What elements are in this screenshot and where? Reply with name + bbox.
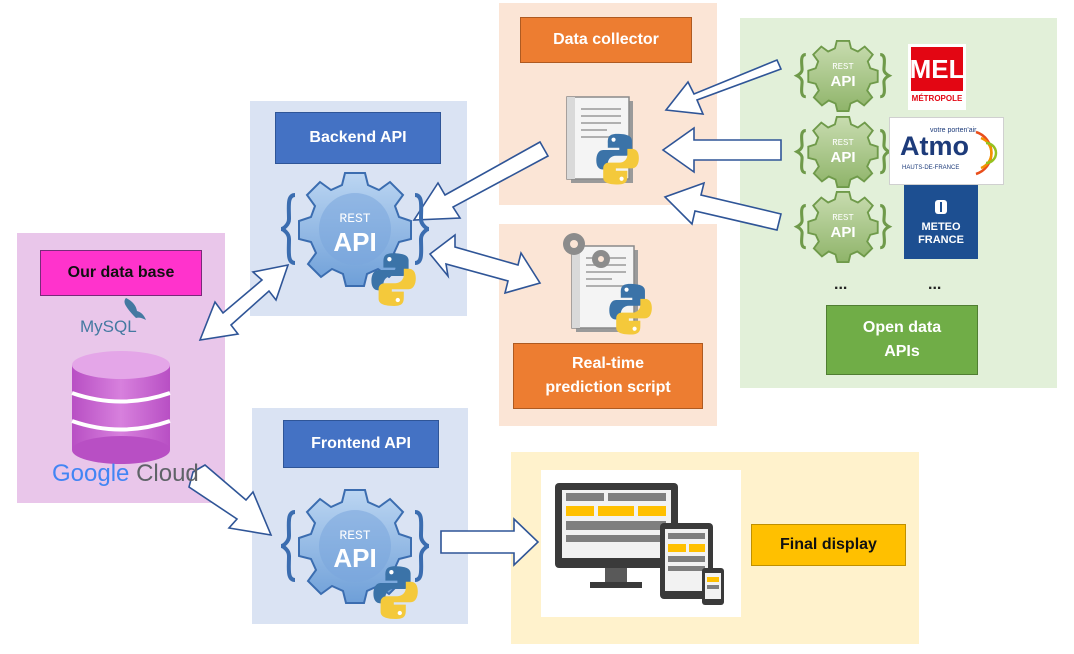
- google-cloud-logo: Google Cloud: [52, 460, 199, 488]
- arrow-atmo-to-collector: [661, 126, 782, 174]
- atmo-logo: votre porten'air Atmo HAUTS-DE-FRANCE: [889, 117, 1004, 185]
- arrow-database-to-frontend: [188, 464, 273, 537]
- mel-logo: MEL MÉTROPOLE: [908, 44, 966, 110]
- google-word: Google: [52, 460, 130, 487]
- open-data-label-line2: APIs: [884, 343, 920, 360]
- arrow-meteo-to-collector: [663, 181, 782, 231]
- ellipsis-left: ...: [834, 276, 848, 293]
- mel-logo-sub: MÉTROPOLE: [911, 94, 963, 103]
- open-data-api-text-1: API: [830, 72, 856, 90]
- mysql-dolphin-icon: [124, 298, 146, 320]
- atmo-logo-tagline: votre porten'air: [930, 127, 977, 134]
- devices-illustration: [555, 483, 724, 605]
- database-cylinder-icon: [71, 351, 171, 464]
- frontend-label: Frontend API: [283, 420, 439, 468]
- meteo-france-emblem-icon: [935, 200, 947, 214]
- backend-api-text: API: [333, 226, 377, 257]
- backend-label: Backend API: [275, 112, 441, 164]
- backend-rest-text: REST: [339, 211, 371, 227]
- open-data-rest-text-2: REST: [832, 138, 854, 149]
- prediction-label-line2: prediction script: [545, 379, 671, 396]
- open-data-gear-2: [793, 116, 893, 188]
- arrow-database-backend: [198, 263, 290, 342]
- open-data-gear-3: [793, 191, 893, 263]
- mel-logo-mark: MEL: [910, 47, 964, 91]
- open-data-api-text-3: API: [830, 223, 856, 241]
- prediction-label: Real-time prediction script: [513, 343, 703, 409]
- mysql-logo-text: MySQL: [80, 317, 137, 336]
- open-data-label: Open data APIs: [826, 305, 978, 375]
- backend-rest-api-gear: [280, 172, 430, 287]
- collector-label: Data collector: [520, 17, 692, 63]
- atmo-logo-sub: HAUTS-DE-FRANCE: [902, 165, 960, 171]
- open-data-gear-1: [793, 40, 893, 112]
- cloud-word: Cloud: [136, 460, 199, 487]
- ellipsis-right: ...: [928, 276, 942, 293]
- atmo-logo-name: Atmo: [900, 131, 969, 161]
- frontend-rest-text: REST: [339, 528, 371, 544]
- arrow-backend-prediction: [428, 233, 542, 295]
- gears-icon: [563, 233, 610, 268]
- open-data-rest-text-3: REST: [832, 213, 854, 224]
- prediction-label-line1: Real-time: [571, 355, 645, 372]
- meteo-france-line1: METEO: [921, 221, 961, 233]
- open-data-rest-text-1: REST: [832, 62, 854, 73]
- frontend-rest-api-gear: [280, 489, 430, 604]
- meteo-france-logo: METEO FRANCE: [904, 185, 978, 259]
- arrow-collector-to-backend: [412, 140, 550, 221]
- frontend-api-text: API: [333, 542, 377, 573]
- open-data-api-text-2: API: [830, 148, 856, 166]
- database-label: Our data base: [40, 250, 202, 296]
- arrow-mel-to-collector: [664, 58, 783, 115]
- meteo-france-line2: FRANCE: [918, 234, 964, 246]
- open-data-label-line1: Open data: [862, 319, 942, 336]
- atmo-arcs-icon: [975, 130, 998, 176]
- arrow-frontend-to-display: [440, 517, 540, 567]
- display-label: Final display: [751, 524, 906, 566]
